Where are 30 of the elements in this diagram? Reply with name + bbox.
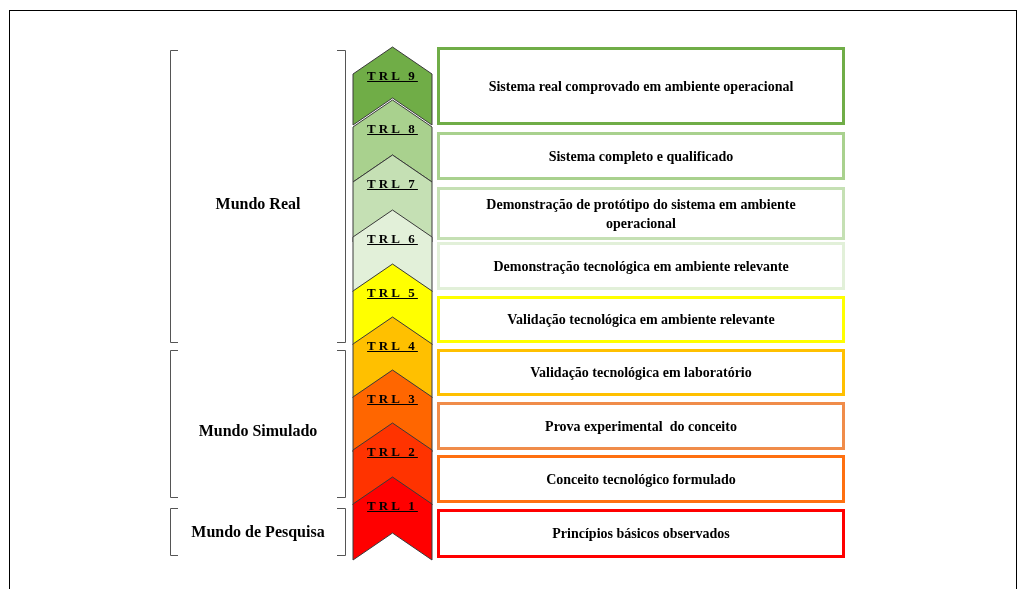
description-box	[437, 296, 845, 343]
description-box	[437, 242, 845, 290]
level-description: Sistema real comprovado em ambiente operacional	[488, 77, 794, 96]
level-description: Sistema completo e qualificado	[548, 147, 734, 166]
group-label: Mundo Simulado	[197, 421, 319, 441]
group-label: Mundo Real	[214, 194, 302, 214]
level-label: TRL 3	[366, 391, 419, 407]
level-label: TRL 8	[366, 121, 419, 137]
level-label: TRL 9	[366, 68, 419, 84]
description-box	[437, 132, 845, 180]
level-label: TRL 2	[366, 444, 419, 460]
description-box	[437, 402, 845, 450]
level-label: TRL 1	[366, 498, 419, 514]
level-description: Prova experimental do conceito	[545, 417, 737, 436]
description-box	[437, 455, 845, 503]
level-description: Conceito tecnológico formulado	[546, 470, 736, 489]
description-box	[437, 509, 845, 558]
level-label: TRL 6	[366, 231, 419, 247]
level-description: Princípios básicos observados	[552, 525, 730, 543]
group-label: Mundo de Pesquisa	[190, 522, 326, 543]
level-description: Validação tecnológica em laboratório	[530, 364, 752, 382]
level-description: Demonstração de protótipo do sistema em ambiente operacional	[485, 195, 797, 233]
level-description: Validação tecnológica em ambiente relevante	[507, 311, 775, 329]
level-label: TRL 4	[366, 338, 419, 354]
level-label: TRL 5	[366, 285, 419, 301]
description-box	[437, 47, 845, 125]
description-box	[437, 349, 845, 396]
level-label: TRL 7	[366, 176, 419, 192]
description-box	[437, 187, 845, 240]
level-description: Demonstração tecnológica em ambiente relevante	[493, 257, 789, 276]
